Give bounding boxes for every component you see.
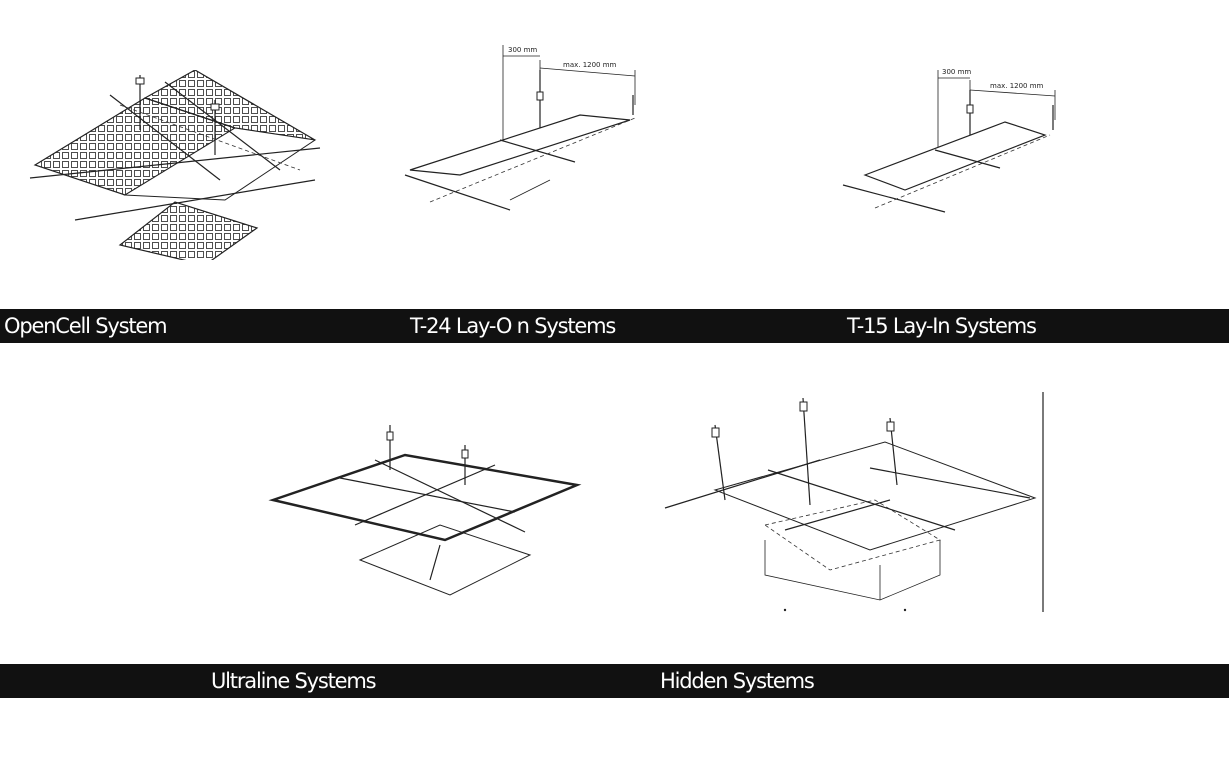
ultraline-system-diagram [268,425,582,596]
t15-lay-in-diagram: 300 mm max. 1200 mm [842,68,1056,213]
row1-label-bar: OpenCell System T-24 Lay-O n Systems T-1… [0,309,1229,343]
opencell-system-diagram [29,70,321,260]
t24-spacing-dimension: max. 1200 mm [563,61,617,69]
t24-lay-on-diagram: 300 mm max. 1200 mm [404,45,636,211]
label-t24-lay-on-systems: T-24 Lay-O n Systems [410,314,616,338]
label-hidden-systems: Hidden Systems [660,669,815,693]
t15-spacing-dimension: max. 1200 mm [990,82,1044,90]
label-opencell-system: OpenCell System [4,314,168,338]
row2-label-bar: Ultraline Systems Hidden Systems [0,664,1229,698]
t24-offset-dimension: 300 mm [508,46,537,54]
label-ultraline-systems: Ultraline Systems [211,669,377,693]
t15-offset-dimension: 300 mm [942,68,971,76]
label-t15-lay-in-systems: T-15 Lay-In Systems [847,314,1037,338]
hidden-system-diagram [664,392,1044,612]
